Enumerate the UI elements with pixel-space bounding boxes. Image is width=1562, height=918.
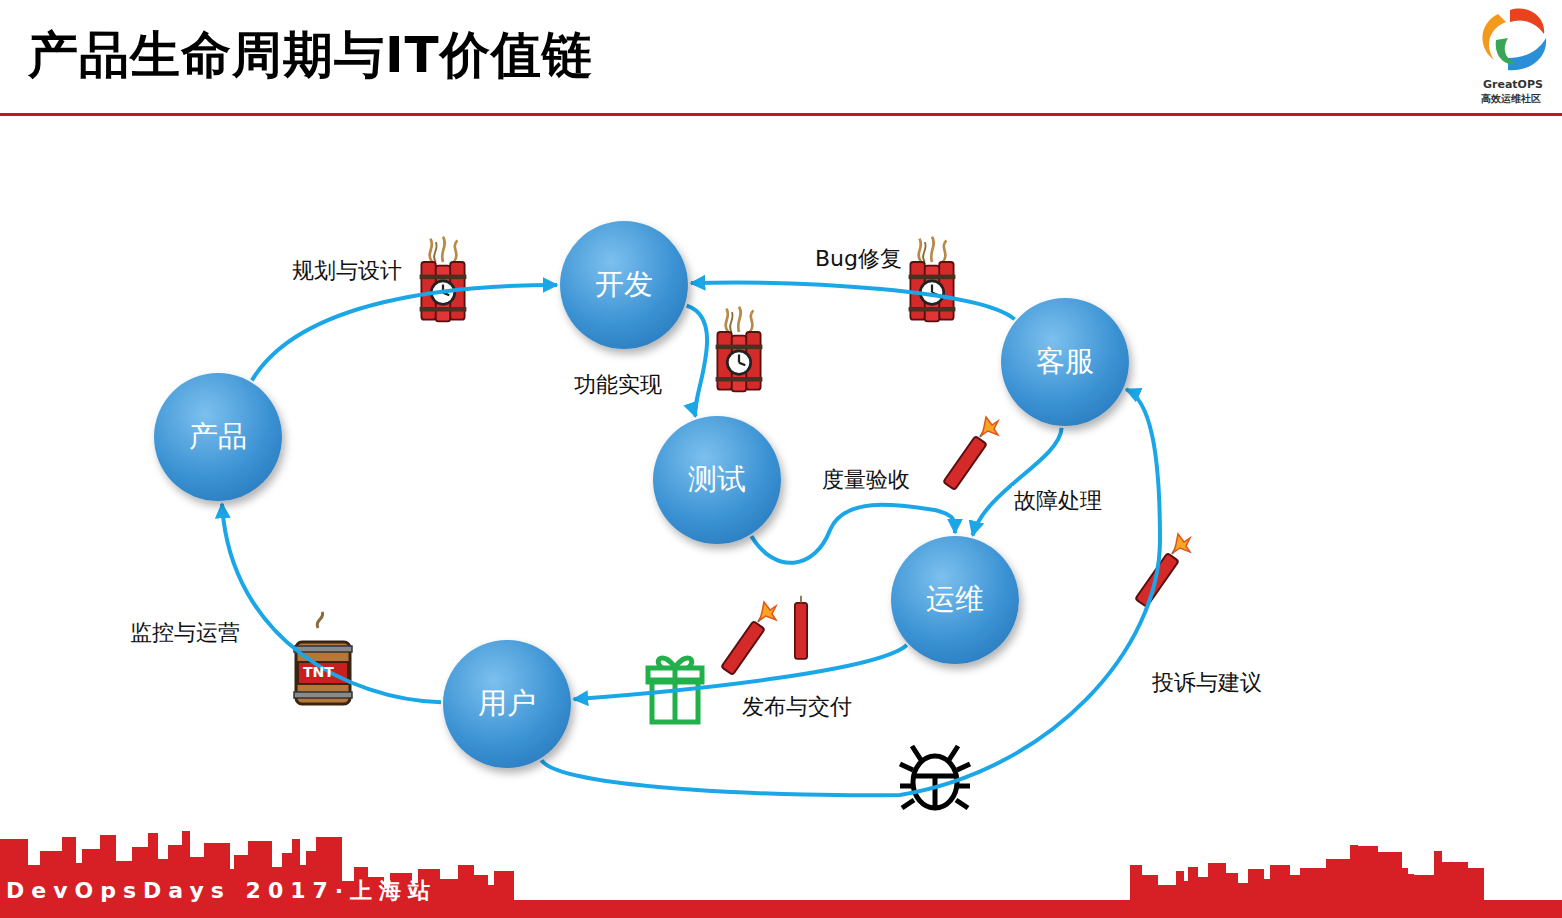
edge-label: 故障处理 bbox=[1012, 486, 1104, 516]
slide-title: 产品生命周期与IT价值链 bbox=[28, 22, 593, 89]
node-label: 运维 bbox=[926, 580, 984, 620]
node-label: 产品 bbox=[189, 417, 247, 457]
edge-label: 功能实现 bbox=[572, 370, 664, 400]
process-circle: 测试 bbox=[653, 416, 781, 544]
edge-label: 监控与运营 bbox=[128, 618, 242, 648]
process-circle: 运维 bbox=[891, 536, 1019, 664]
flow-arrow bbox=[542, 389, 1160, 795]
logo-subtext: 高效运维社区 bbox=[1481, 92, 1541, 106]
flow-arrow bbox=[687, 306, 707, 417]
node-label: 开发 bbox=[595, 265, 653, 305]
process-circle: 开发 bbox=[560, 221, 688, 349]
flow-arrow bbox=[691, 283, 1015, 320]
node-label: 客服 bbox=[1036, 342, 1094, 382]
flow-arrow bbox=[252, 285, 557, 380]
edge-label: 规划与设计 bbox=[290, 256, 404, 286]
process-circle: 客服 bbox=[1001, 298, 1129, 426]
footer-text: DevOpsDays 2017·上海站 bbox=[6, 876, 437, 906]
process-circle: 产品 bbox=[154, 373, 282, 501]
node-label: 用户 bbox=[478, 684, 536, 724]
edge-label: Bug修复 bbox=[813, 244, 904, 274]
flow-arrow bbox=[222, 504, 441, 702]
edge-label: 度量验收 bbox=[820, 465, 912, 495]
edge-label: 发布与交付 bbox=[740, 692, 854, 722]
flow-arrow bbox=[973, 428, 1062, 536]
barrel-label: TNT bbox=[303, 664, 334, 680]
edge-label: 投诉与建议 bbox=[1150, 668, 1264, 698]
logo-text: GreatOPS bbox=[1483, 78, 1543, 91]
node-label: 测试 bbox=[688, 460, 746, 500]
process-circle: 用户 bbox=[443, 640, 571, 768]
